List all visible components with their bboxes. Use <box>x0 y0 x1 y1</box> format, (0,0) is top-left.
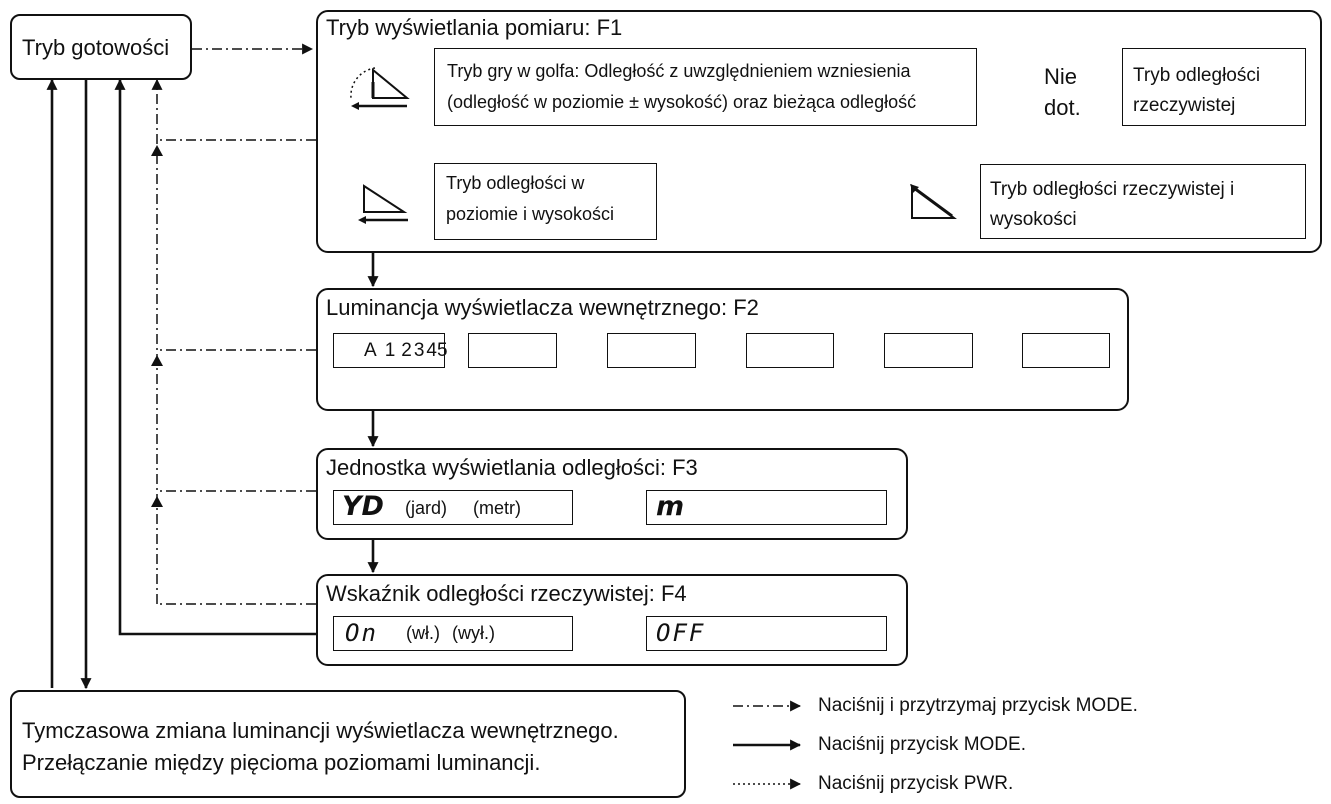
meter-symbol: m <box>656 491 685 522</box>
meter-label: (metr) <box>473 498 521 518</box>
level-3: 3 <box>413 340 425 361</box>
actual-height-icon <box>910 183 957 219</box>
luminance-box-5 <box>1022 333 1110 368</box>
na-line-1: Nie <box>1044 64 1078 89</box>
golf-mode-line-2: (odległość w poziomie ± wysokość) oraz b… <box>447 92 917 112</box>
temporary-luminance-box <box>10 690 686 798</box>
level-2: 2 <box>401 340 412 361</box>
golf-slope-icon <box>350 67 410 110</box>
horizontal-height-line-2: poziomie i wysokości <box>446 204 615 224</box>
legend-label-press-pwr: Naciśnij przycisk PWR. <box>818 773 1014 794</box>
luminance-box-4 <box>884 333 973 368</box>
luminance-box-2 <box>607 333 696 368</box>
level-1: 1 <box>384 340 396 361</box>
luminance-box-1 <box>468 333 557 368</box>
on-label: (wł.) <box>406 623 440 643</box>
actual-line-2: rzeczywistej <box>1133 95 1236 116</box>
temporary-line-1: Tymczasowa zmiana luminancji wyświetlacz… <box>22 718 619 743</box>
na-line-2: dot. <box>1044 95 1081 120</box>
yard-label: (jard) <box>405 498 448 518</box>
unit-yard-box <box>333 490 573 525</box>
level-a: A <box>364 340 377 361</box>
off-symbol: OFF <box>656 619 706 647</box>
actual-height-line-1: Tryb odległości rzeczywistej i <box>990 179 1235 200</box>
indicator-off-box <box>646 616 887 651</box>
f2-title: Luminancja wyświetlacza wewnętrznego: F2 <box>326 295 759 320</box>
horizontal-height-line-1: Tryb odległości w <box>446 173 585 193</box>
unit-meter-box <box>646 490 887 525</box>
actual-height-line-2: wysokości <box>990 209 1077 230</box>
f1-golf-icon-divider <box>338 48 435 126</box>
luminance-box-3 <box>746 333 834 368</box>
standby-box <box>10 14 192 80</box>
actual-line-1: Tryb odległości <box>1133 65 1261 86</box>
f1-golf-mode-cell <box>338 48 977 126</box>
temporary-line-2: Przełączanie między pięcioma poziomami l… <box>22 750 541 775</box>
yard-symbol: YD <box>342 491 384 522</box>
legend-label-hold-mode: Naciśnij i przytrzymaj przycisk MODE. <box>818 695 1138 716</box>
f4-title: Wskaźnik odległości rzeczywistej: F4 <box>326 581 687 606</box>
off-label: (wył.) <box>452 623 495 643</box>
f1-na-divider <box>1026 48 1123 126</box>
f1-title: Tryb wyświetlania pomiaru: F1 <box>326 15 623 40</box>
level-4: 4 <box>426 340 437 361</box>
f3-title: Jednostka wyświetlania odległości: F3 <box>326 455 698 480</box>
golf-mode-line-1: Tryb gry w golfa: Odległość z uwzględnie… <box>447 61 911 81</box>
legend-label-press-mode: Naciśnij przycisk MODE. <box>818 734 1026 755</box>
luminance-box-a <box>333 333 445 368</box>
level-5: 5 <box>437 340 448 361</box>
horizontal-height-icon <box>358 184 408 224</box>
standby-label: Tryb gotowości <box>22 35 170 60</box>
on-symbol: On <box>345 619 378 647</box>
f2-group <box>316 288 1129 411</box>
indicator-on-box <box>333 616 573 651</box>
